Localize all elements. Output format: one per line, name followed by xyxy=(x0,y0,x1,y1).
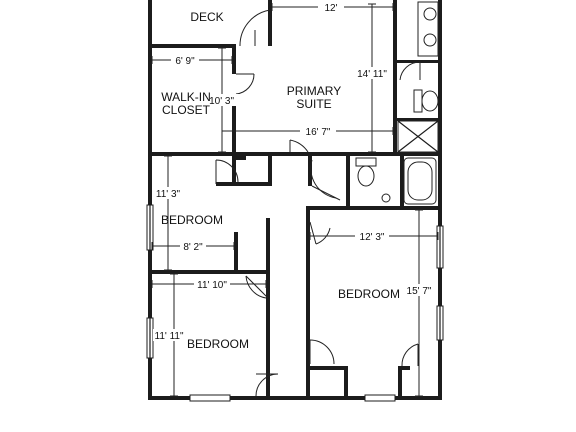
room-bedroom-right: BEDROOM xyxy=(338,287,400,301)
room-labels: DECK WALK-IN CLOSET PRIMARY SUITE BEDROO… xyxy=(161,10,400,351)
dim-bedroom-bottom-width: 11' 10" xyxy=(197,280,227,291)
room-primary-suite-line2: SUITE xyxy=(296,97,331,111)
room-walk-in-closet-line1: WALK-IN xyxy=(161,90,211,104)
dimension-labels: 12' 6' 9" 10' 3" 14' 11" 16' 7" 11' 3" 8… xyxy=(152,1,434,342)
dim-deck-width: 12' xyxy=(324,3,337,14)
room-deck: DECK xyxy=(190,10,223,24)
doors xyxy=(215,9,419,397)
dim-closet-depth: 10' 3" xyxy=(209,96,234,107)
dim-bedroom-right-width: 12' 3" xyxy=(360,232,385,243)
room-walk-in-closet-line2: CLOSET xyxy=(162,103,211,117)
dim-bedroom-top-depth: 11' 3" xyxy=(156,189,181,200)
room-bedroom-top-left: BEDROOM xyxy=(161,213,223,227)
fixtures xyxy=(355,1,439,205)
dim-bedroom-right-depth: 15' 7" xyxy=(407,286,432,297)
windows xyxy=(146,204,444,402)
dim-closet-width: 6' 9" xyxy=(175,56,195,67)
dim-bedroom-top-width: 8' 2" xyxy=(183,242,203,253)
room-primary-suite-line1: PRIMARY xyxy=(287,84,341,98)
dim-bedroom-bottom-depth: 11' 11" xyxy=(155,331,184,342)
dim-primary-depth: 14' 11" xyxy=(357,69,387,80)
dim-primary-width: 16' 7" xyxy=(306,127,331,138)
room-bedroom-bottom-left: BEDROOM xyxy=(187,337,249,351)
